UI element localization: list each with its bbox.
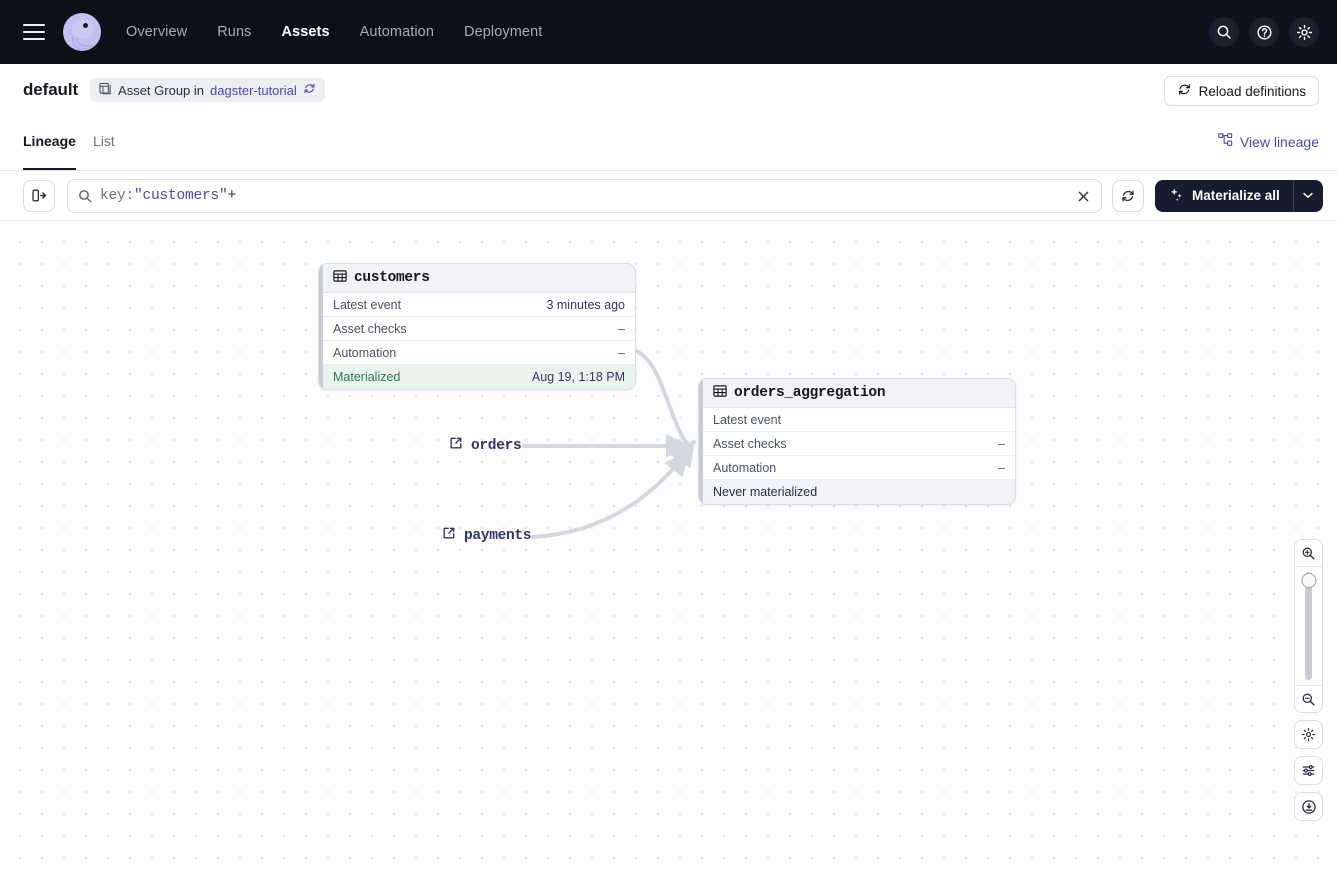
search-query-text: key:"customers"+ <box>100 188 236 204</box>
row-label: Latest event <box>333 297 402 312</box>
view-lineage-label: View lineage <box>1239 133 1319 150</box>
node-accent-bar <box>319 264 323 389</box>
reload-definitions-label: Reload definitions <box>1198 83 1306 99</box>
nav-icon-group <box>1209 0 1319 64</box>
nav-link-deployment[interactable]: Deployment <box>464 24 543 40</box>
asset-search-input[interactable]: key:"customers"+ <box>67 178 1102 213</box>
row-value: – <box>617 321 625 336</box>
zoom-slider-thumb[interactable] <box>1301 573 1316 588</box>
zoom-in-icon[interactable] <box>1294 540 1323 567</box>
row-label: Latest event <box>713 412 782 427</box>
panel-toggle-icon[interactable] <box>23 179 55 212</box>
tab-bar: Lineage List View lineage <box>0 116 1337 171</box>
graph-toolbar: key:"customers"+ <box>0 171 1337 221</box>
lineage-graph-canvas[interactable]: customers Latest event 3 minutes ago Ass… <box>0 221 1337 873</box>
gear-icon[interactable] <box>1289 17 1319 47</box>
external-asset-payments[interactable]: payments <box>442 526 532 545</box>
asset-node-row-asset-checks: Asset checks – <box>319 317 635 341</box>
asset-node-header: customers <box>319 264 635 293</box>
zoom-out-icon[interactable] <box>1294 685 1323 712</box>
page-header: default Asset Group in dagster-tutorial <box>0 64 1337 116</box>
chevron-down-icon[interactable] <box>1292 179 1323 212</box>
reload-icon[interactable] <box>303 82 316 98</box>
close-icon[interactable] <box>1073 187 1093 207</box>
zoom-controls <box>1294 539 1323 821</box>
search-token-string: "customers" <box>134 187 228 204</box>
filter-settings-icon[interactable] <box>1294 756 1323 785</box>
nav-link-overview[interactable]: Overview <box>126 24 188 40</box>
asset-node-row-latest-event: Latest event 3 minutes ago <box>319 293 635 317</box>
help-icon[interactable] <box>1249 17 1279 47</box>
search-token-key: key: <box>100 187 135 204</box>
asset-node-row-materialized: Materialized Aug 19, 1:18 PM <box>319 365 635 389</box>
asset-group-icon <box>99 82 112 98</box>
view-lineage-button[interactable]: View lineage <box>1218 133 1319 150</box>
external-asset-orders[interactable]: orders <box>449 436 522 455</box>
search-icon[interactable] <box>1209 17 1239 47</box>
reload-definitions-icon <box>1177 82 1192 100</box>
graph-edges <box>522 349 696 539</box>
asset-node-orders-aggregation[interactable]: orders_aggregation Latest event Asset ch… <box>698 378 1016 505</box>
search-icon <box>78 189 92 203</box>
row-value: – <box>997 436 1005 451</box>
nav-links: Overview Runs Assets Automation Deployme… <box>126 24 542 40</box>
row-value[interactable]: Aug 19, 1:18 PM <box>531 370 625 384</box>
sparkle-icon <box>1169 187 1184 205</box>
row-label: Automation <box>713 460 777 475</box>
row-label: Asset checks <box>333 321 407 336</box>
lineage-icon <box>1218 133 1233 150</box>
asset-node-row-never-materialized: Never materialized <box>699 480 1015 504</box>
asset-group-prefix: Asset Group in <box>118 82 205 98</box>
asset-node-header: orders_aggregation <box>699 379 1015 408</box>
reload-definitions-button[interactable]: Reload definitions <box>1163 76 1319 106</box>
nav-link-runs[interactable]: Runs <box>217 24 252 40</box>
refresh-icon[interactable] <box>1112 179 1144 212</box>
external-asset-label: orders <box>471 437 522 454</box>
status-badge: Never materialized <box>713 485 818 499</box>
page-title: default <box>23 80 79 99</box>
asset-node-row-automation: Automation – <box>699 456 1015 480</box>
nav-link-assets[interactable]: Assets <box>281 24 330 40</box>
asset-node-title: orders_aggregation <box>734 385 886 401</box>
zoom-slider[interactable] <box>1294 567 1323 685</box>
asset-node-customers[interactable]: customers Latest event 3 minutes ago Ass… <box>318 263 636 390</box>
external-link-icon <box>442 526 456 545</box>
tab-list[interactable]: List <box>93 133 115 149</box>
row-value[interactable]: 3 minutes ago <box>546 297 625 312</box>
asset-node-row-automation: Automation – <box>319 341 635 365</box>
asset-group-link[interactable]: dagster-tutorial <box>210 82 297 98</box>
materialize-all-button[interactable]: Materialize all <box>1155 180 1293 212</box>
hamburger-menu-icon[interactable] <box>23 24 45 40</box>
materialize-all-label: Materialize all <box>1192 188 1280 203</box>
external-asset-label: payments <box>464 527 532 544</box>
asset-node-row-asset-checks: Asset checks – <box>699 432 1015 456</box>
search-token-operator: + <box>227 187 237 204</box>
tab-lineage[interactable]: Lineage <box>23 116 76 170</box>
download-circle-icon[interactable] <box>1294 792 1323 821</box>
dagster-logo-icon[interactable] <box>63 13 101 51</box>
row-value: – <box>617 345 625 360</box>
asset-node-title: customers <box>354 270 430 286</box>
graph-settings-gear-icon[interactable] <box>1294 720 1323 749</box>
nav-link-automation[interactable]: Automation <box>359 24 435 40</box>
asset-node-row-latest-event: Latest event <box>699 408 1015 432</box>
table-icon <box>713 384 727 403</box>
zoom-slider-track <box>1305 572 1312 680</box>
materialize-all-group[interactable]: Materialize all <box>1155 179 1323 212</box>
table-icon <box>333 269 347 288</box>
row-label: Asset checks <box>713 436 787 451</box>
external-link-icon <box>449 436 463 455</box>
top-navigation-bar: Overview Runs Assets Automation Deployme… <box>0 0 1337 64</box>
node-accent-bar <box>699 379 703 504</box>
asset-group-chip[interactable]: Asset Group in dagster-tutorial <box>90 78 325 102</box>
row-label: Automation <box>333 345 397 360</box>
status-badge: Materialized <box>333 370 401 384</box>
row-value: – <box>997 460 1005 475</box>
zoom-slider-box <box>1294 539 1323 713</box>
